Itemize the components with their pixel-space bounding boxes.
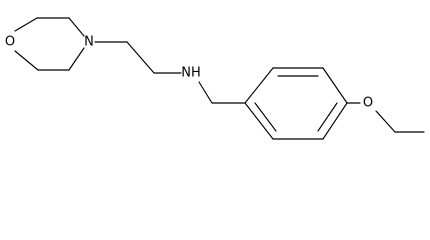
bond [244,67,274,104]
bond [14,50,39,71]
bond [244,102,274,140]
bond [126,41,155,74]
bond [68,47,85,71]
ethylene-linker [94,41,182,74]
benzene-ring [244,67,348,140]
aromatic-inner-bond [317,102,338,132]
bond [198,81,213,104]
morpholine-nitrogen-label: N [84,35,94,50]
amine-nh-label: NH [181,66,201,81]
morpholine-oxygen-label: O [5,35,15,50]
bond [375,110,396,133]
aromatic-inner-bond [254,102,277,132]
morpholine-ring [14,17,85,71]
ethoxy-group [346,102,425,133]
bond [322,102,348,140]
chemical-structure-diagram: O N NH O [5,17,425,140]
ether-oxygen-label: O [363,96,373,111]
bond [14,17,38,32]
bond [322,67,348,104]
bond [68,17,85,37]
benzyl-linker [198,81,246,104]
